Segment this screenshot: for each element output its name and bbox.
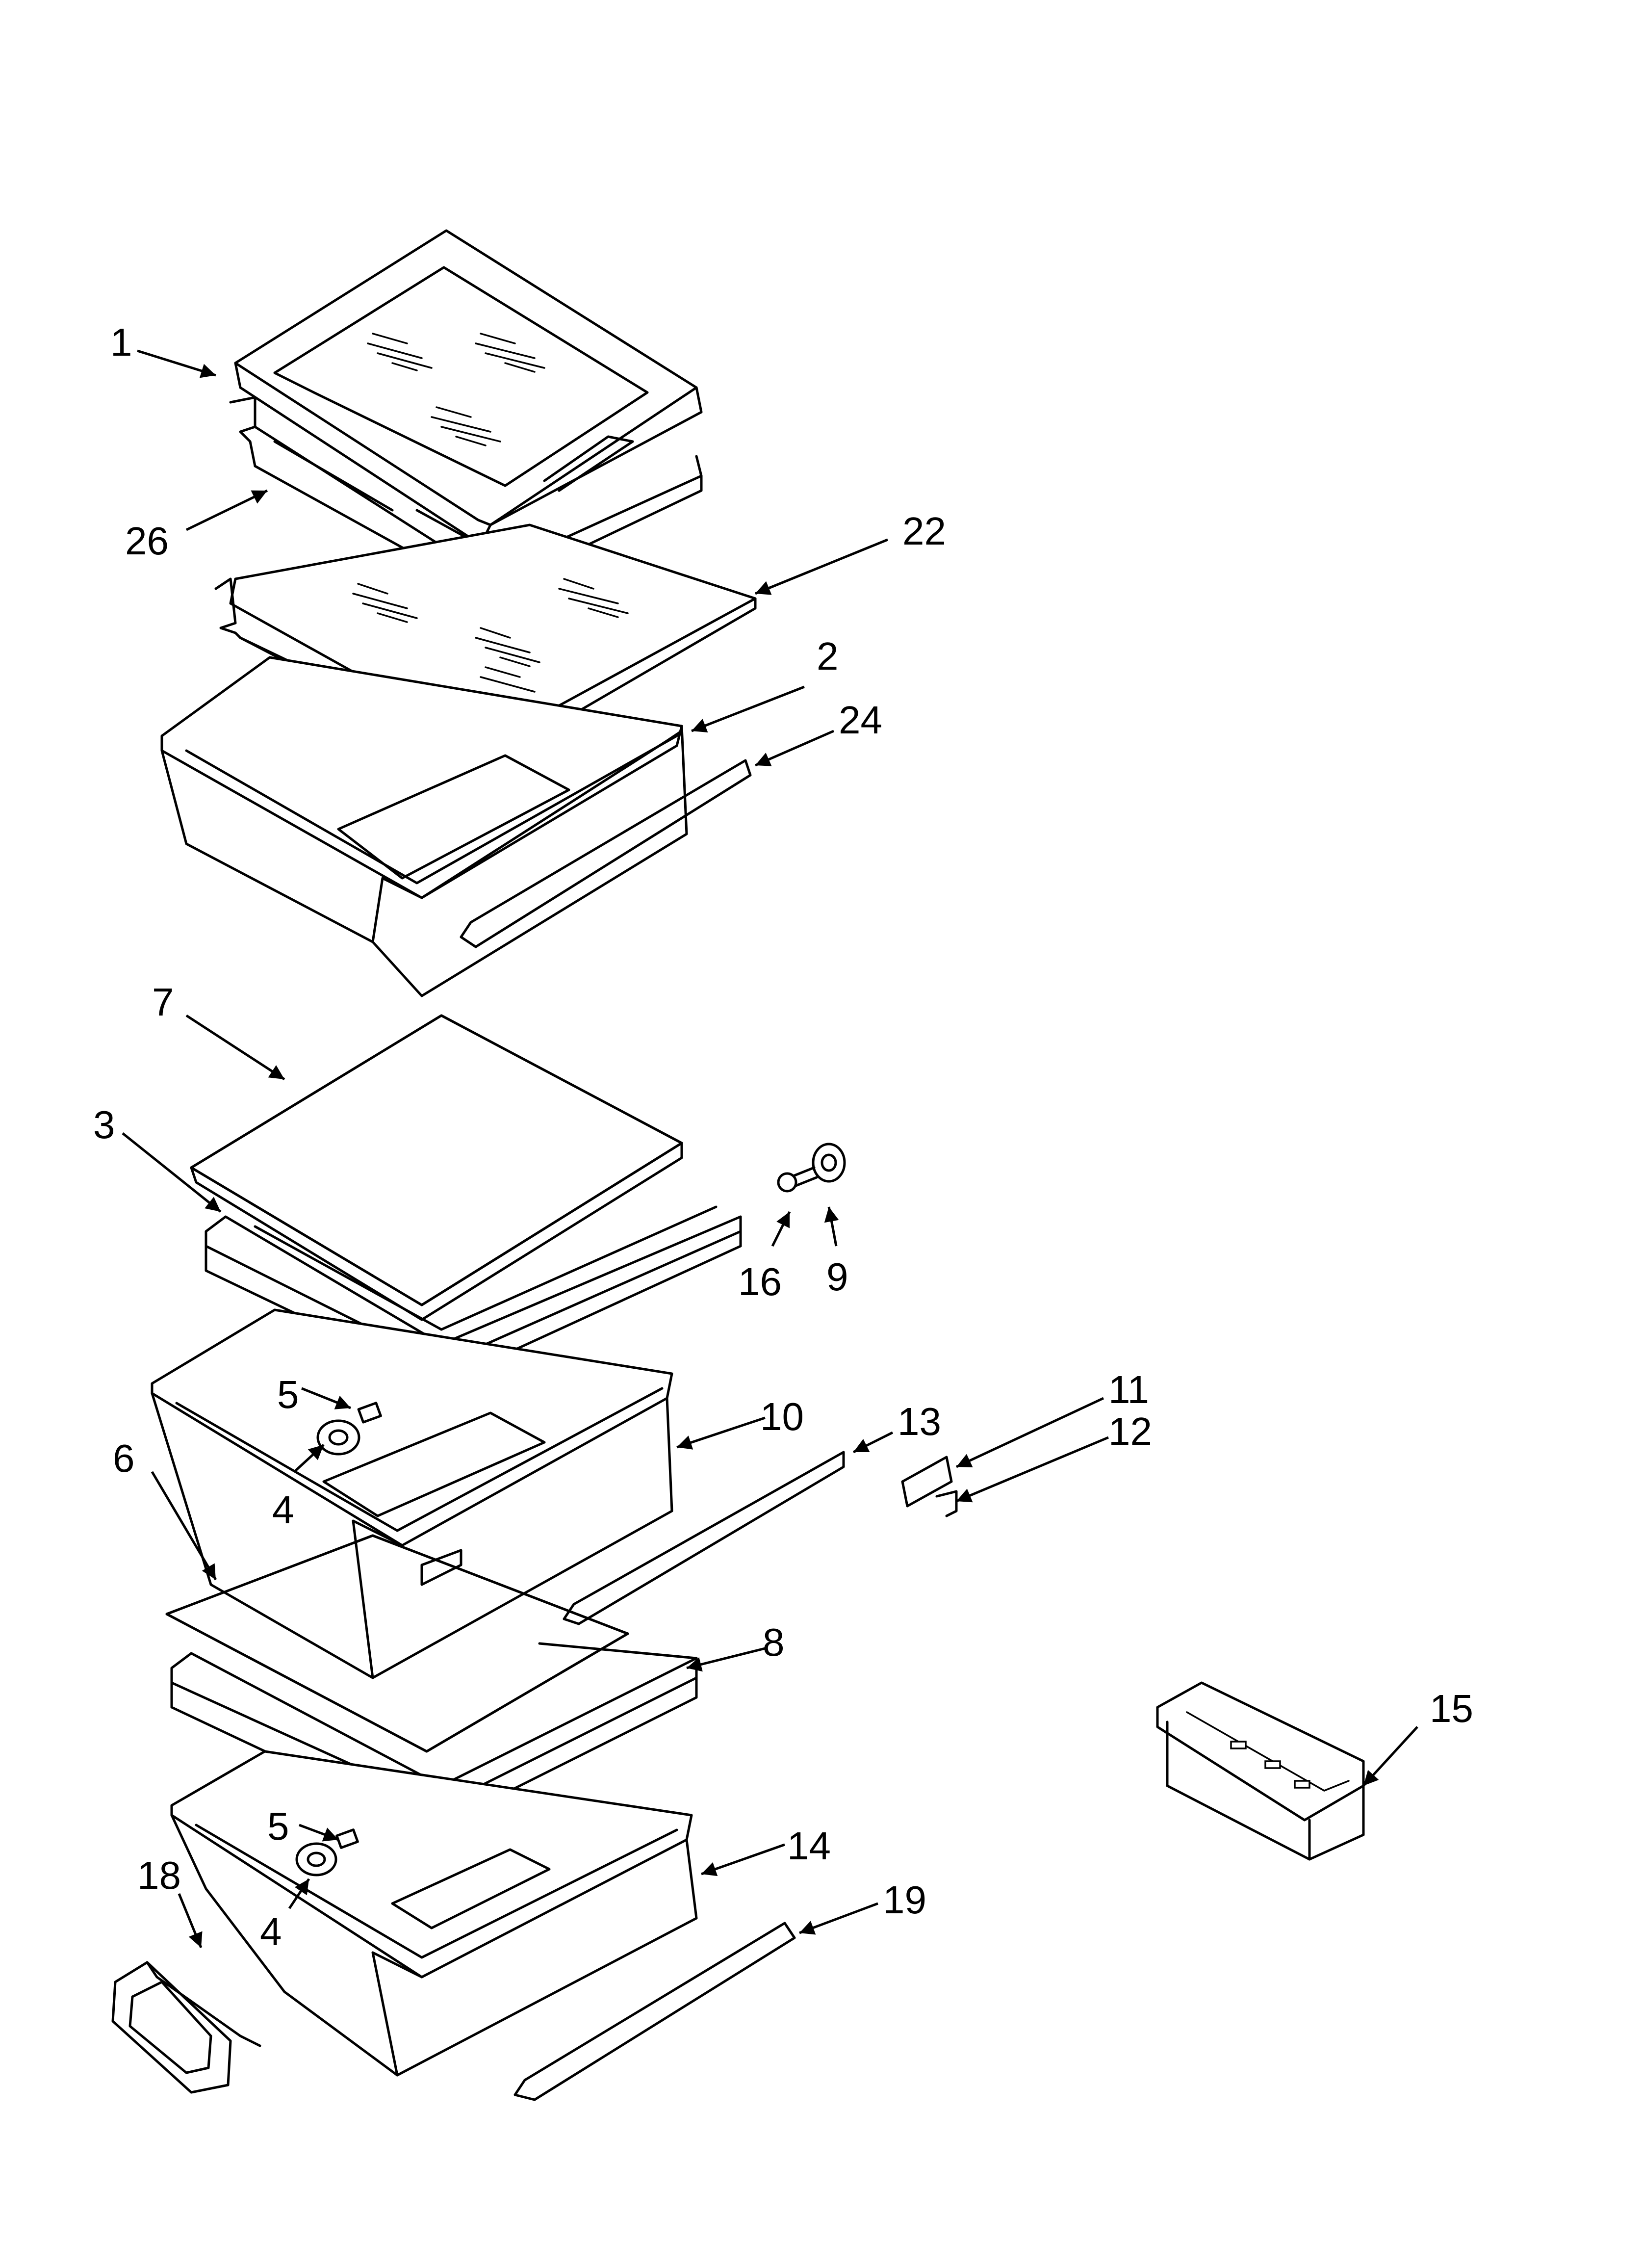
crisper-drawer-14: [170, 1750, 698, 2077]
crisper-drawer-2: [160, 656, 688, 997]
callout-5-lower: 5: [267, 1804, 289, 1848]
callout-18: 18: [137, 1853, 181, 1897]
callout-13: 13: [898, 1400, 941, 1443]
callout-4-upper: 4: [272, 1488, 294, 1532]
callout-6: 6: [113, 1436, 135, 1480]
storage-bin-15: [1156, 1681, 1365, 1861]
slide-clip-11-12: [901, 1456, 958, 1517]
roller-9-16: [777, 1143, 846, 1193]
callout-15: 15: [1430, 1687, 1473, 1730]
callout-8: 8: [763, 1620, 785, 1664]
drawer-handle-24: [460, 759, 752, 948]
callout-19: 19: [883, 1878, 926, 1922]
callout-labels: 1 26 22 2 24 7 3 16 9 5 4 10 13 11 12 6 …: [93, 320, 1473, 1954]
callout-4-lower: 4: [260, 1910, 282, 1954]
label-plate-18: [111, 1961, 261, 2094]
crisper-cover-6: [165, 1534, 629, 1753]
callout-9: 9: [826, 1255, 848, 1299]
callout-1: 1: [110, 320, 132, 364]
callout-26: 26: [125, 519, 169, 563]
shelf-1-glass-frame: [234, 229, 703, 546]
callout-14: 14: [787, 1824, 831, 1868]
callout-5-upper: 5: [277, 1373, 299, 1416]
callout-16: 16: [738, 1260, 782, 1303]
drawer-handle-13: [563, 1451, 845, 1625]
callout-3: 3: [93, 1103, 115, 1147]
leader-arrows: [122, 349, 1418, 1948]
callout-2: 2: [817, 634, 839, 678]
callout-12: 12: [1108, 1409, 1152, 1453]
callout-10: 10: [760, 1395, 804, 1438]
callout-11: 11: [1108, 1368, 1149, 1411]
callout-22: 22: [902, 509, 946, 553]
callout-7: 7: [152, 980, 174, 1024]
drawer-handle-19: [513, 1922, 796, 2101]
callout-24: 24: [839, 698, 882, 742]
crisper-drawer-10: [151, 1308, 673, 1679]
